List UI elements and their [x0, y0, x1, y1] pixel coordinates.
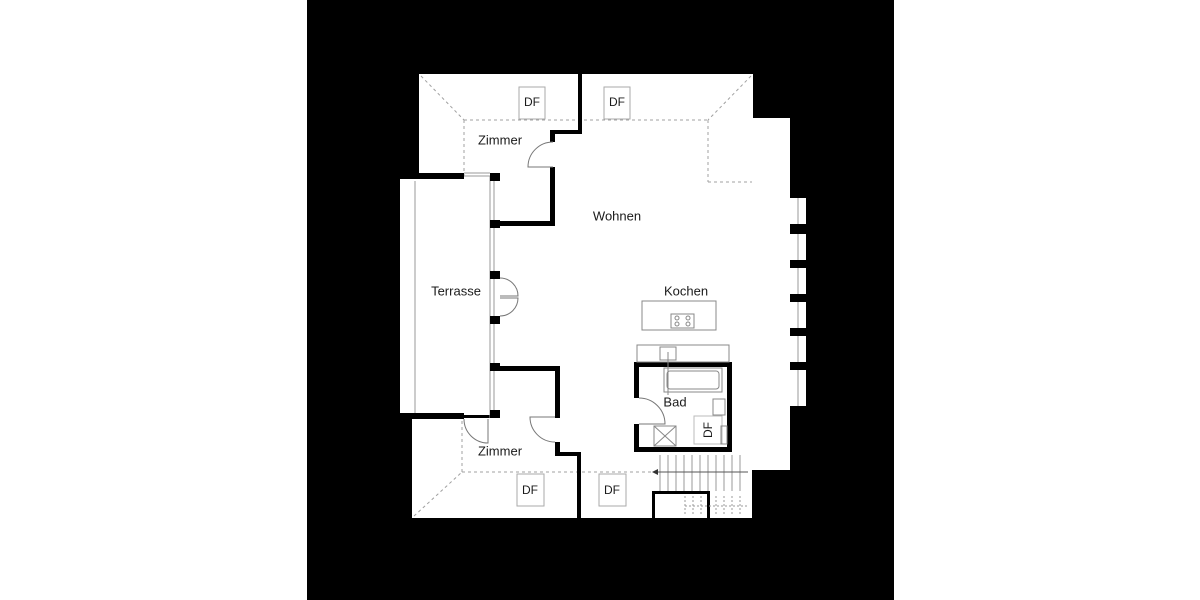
skylight-label: DF	[524, 95, 540, 109]
room-label-wohnen: Wohnen	[592, 208, 642, 224]
floor-wohnen	[498, 118, 790, 470]
skylight-label: DF	[701, 422, 715, 438]
skylight-label: DF	[522, 483, 538, 497]
walls	[400, 74, 732, 518]
skylight-label: DF	[604, 483, 620, 497]
floor-wohnen-right	[753, 182, 790, 416]
roof-slope-lines	[413, 75, 752, 517]
room-label-zimmer-bottom: Zimmer	[477, 443, 523, 459]
room-label-terrasse: Terrasse	[431, 283, 481, 299]
terrasse-lines	[414, 172, 495, 418]
floor-zimmer-bottom	[412, 418, 580, 518]
floor-lower-corridor	[580, 470, 652, 518]
skylight-label: DF	[609, 95, 625, 109]
room-label-kochen: Kochen	[663, 283, 709, 299]
skylight-frames	[516, 86, 631, 507]
doors	[463, 141, 666, 444]
floor-stairs-lower	[652, 492, 752, 518]
room-label-bad: Bad	[663, 394, 687, 410]
staircase	[652, 455, 748, 516]
kitchen-fixtures	[636, 300, 730, 395]
room-label-zimmer-top: Zimmer	[477, 132, 523, 148]
floor-stairs	[652, 450, 752, 492]
floor-terrasse	[400, 179, 498, 415]
bath-fixtures	[653, 367, 728, 447]
floor-areas	[400, 74, 806, 518]
